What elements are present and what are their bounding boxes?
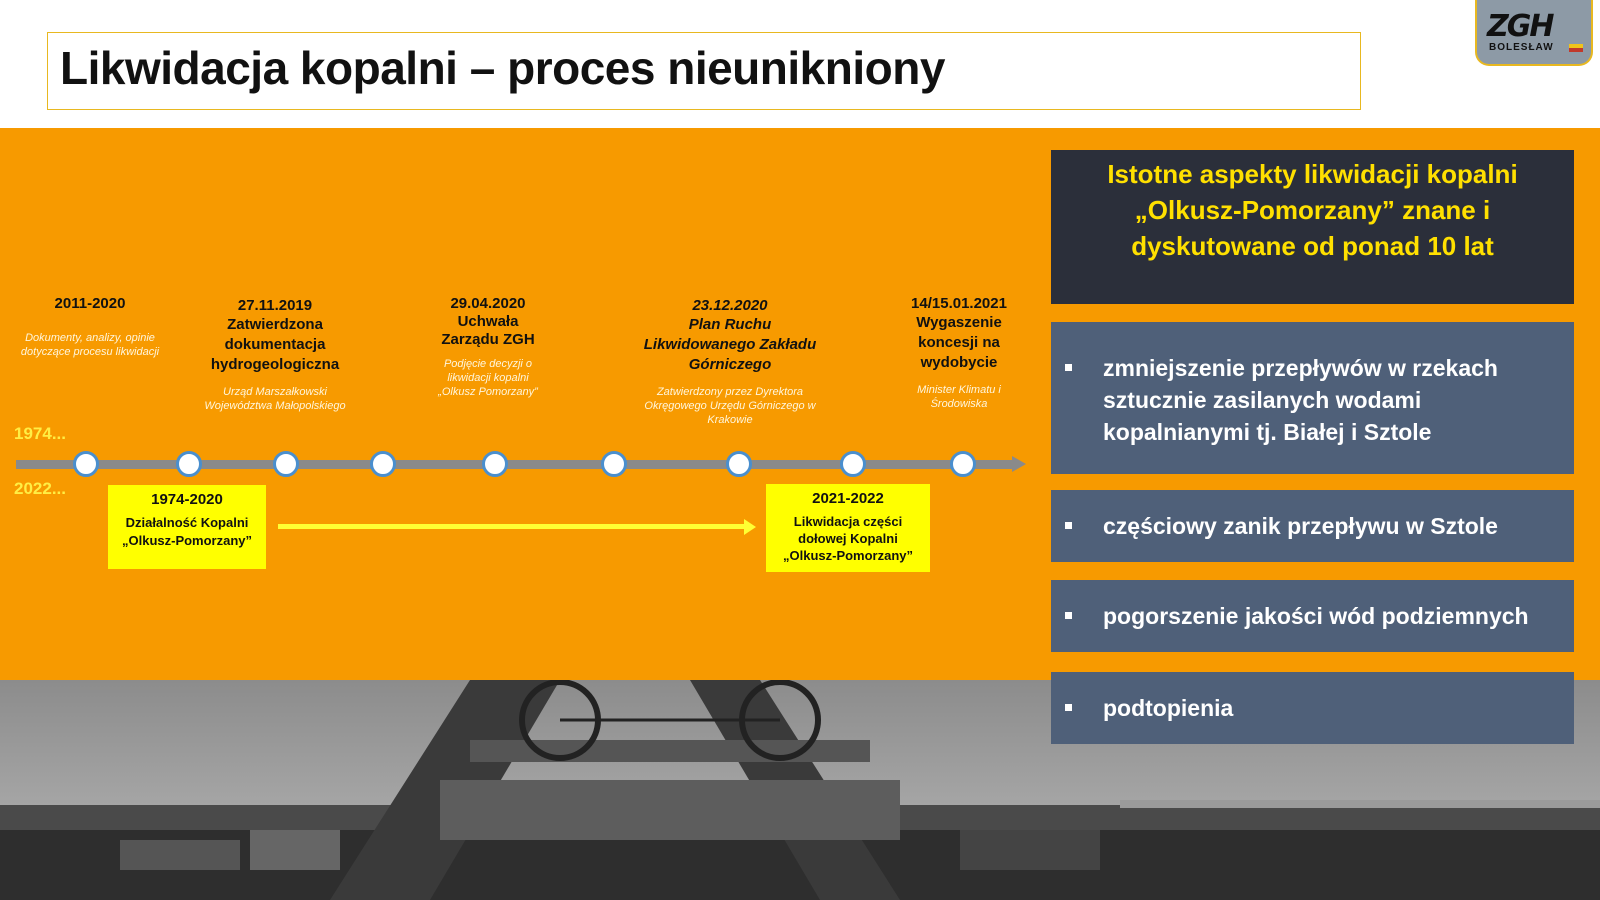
timeline-node bbox=[176, 451, 202, 477]
event-date: 29.04.2020 bbox=[450, 295, 526, 312]
period-date: 2021-2022 bbox=[812, 490, 884, 507]
timeline-node bbox=[950, 451, 976, 477]
aspect-item: podtopienia bbox=[1051, 672, 1574, 744]
timeline-end-label: 2022... bbox=[14, 479, 66, 498]
event-subtitle: Podjęcie decyzji o likwidacji kopalni „O… bbox=[438, 358, 538, 398]
event-title: Zatwierdzona dokumentacja hydrogeologicz… bbox=[210, 316, 340, 373]
timeline-node bbox=[482, 451, 508, 477]
bullet-icon bbox=[1065, 612, 1072, 619]
event-date: 14/15.01.2021 bbox=[911, 295, 1007, 312]
aspect-item: pogorszenie jakości wód podziemnych bbox=[1051, 580, 1574, 652]
page-title: Likwidacja kopalni – proces nieunikniony bbox=[60, 42, 945, 94]
timeline-node bbox=[273, 451, 299, 477]
event-subtitle: Urząd Marszałkowski Województwa Małopols… bbox=[204, 386, 346, 412]
logo-sub: BOLESŁAW bbox=[1489, 42, 1554, 53]
timeline-node bbox=[601, 451, 627, 477]
event-date: 2011-2020 bbox=[54, 295, 126, 312]
aspects-heading: Istotne aspekty likwidacji kopalni „Olku… bbox=[1107, 159, 1518, 261]
zgh-logo: ZGH BOLESŁAW bbox=[1475, 0, 1593, 66]
timeline-event: 23.12.2020 Plan Ruchu Likwidowanego Zakł… bbox=[640, 296, 820, 427]
flag-icon bbox=[1569, 44, 1583, 52]
timeline-event: 27.11.2019 Zatwierdzona dokumentacja hyd… bbox=[190, 296, 360, 413]
bullet-icon bbox=[1065, 522, 1072, 529]
event-title: Wygaszenie koncesji na wydobycie bbox=[916, 314, 1002, 371]
event-date: 23.12.2020 bbox=[692, 297, 768, 314]
period-arrowhead bbox=[744, 519, 756, 535]
title-box: Likwidacja kopalni – proces nieunikniony bbox=[47, 32, 1361, 110]
event-subtitle: Dokumenty, analizy, opinie dotyczące pro… bbox=[20, 332, 160, 358]
period-box-operation: 1974-2020 Działalność Kopalni „Olkusz-Po… bbox=[108, 485, 266, 569]
timeline-axis bbox=[16, 460, 1016, 469]
aspect-item: częściowy zanik przepływu w Sztole bbox=[1051, 490, 1574, 562]
logo-main: ZGH bbox=[1487, 9, 1554, 44]
event-title: Uchwała Zarządu ZGH bbox=[441, 313, 535, 348]
timeline-node bbox=[726, 451, 752, 477]
period-text: Działalność Kopalni „Olkusz-Pomorzany” bbox=[121, 515, 253, 548]
timeline-node bbox=[370, 451, 396, 477]
timeline-event: 2011-2020 Dokumenty, analizy, opinie dot… bbox=[20, 294, 160, 359]
aspects-heading-panel: Istotne aspekty likwidacji kopalni „Olku… bbox=[1051, 150, 1574, 304]
event-title: Plan Ruchu Likwidowanego Zakładu Górnicz… bbox=[643, 316, 817, 373]
aspect-text: pogorszenie jakości wód podziemnych bbox=[1103, 603, 1529, 629]
timeline-node bbox=[840, 451, 866, 477]
period-box-liquidation: 2021-2022 Likwidacja części dołowej Kopa… bbox=[766, 484, 930, 572]
event-subtitle: Zatwierdzony przez Dyrektora Okręgowego … bbox=[644, 386, 816, 426]
timeline-node bbox=[73, 451, 99, 477]
aspect-text: częściowy zanik przepływu w Sztole bbox=[1103, 513, 1498, 539]
timeline-arrowhead bbox=[1012, 456, 1026, 472]
aspect-item: zmniejszenie przepływów w rzekach sztucz… bbox=[1051, 322, 1574, 474]
period-date: 1974-2020 bbox=[151, 491, 223, 508]
event-subtitle: Minister Klimatu i Środowiska bbox=[917, 384, 1001, 410]
period-text: Likwidacja części dołowej Kopalni „Olkus… bbox=[782, 514, 914, 563]
aspect-text: podtopienia bbox=[1103, 695, 1234, 721]
bullet-icon bbox=[1065, 704, 1072, 711]
timeline-event: 14/15.01.2021 Wygaszenie koncesji na wyd… bbox=[895, 294, 1023, 411]
timeline-event: 29.04.2020 Uchwała Zarządu ZGH Podjęcie … bbox=[432, 294, 544, 399]
bullet-icon bbox=[1065, 364, 1072, 371]
period-arrow bbox=[278, 524, 746, 529]
aspect-text: zmniejszenie przepływów w rzekach sztucz… bbox=[1103, 355, 1498, 445]
event-date: 27.11.2019 bbox=[237, 297, 313, 314]
timeline-start-label: 1974... bbox=[14, 424, 66, 443]
